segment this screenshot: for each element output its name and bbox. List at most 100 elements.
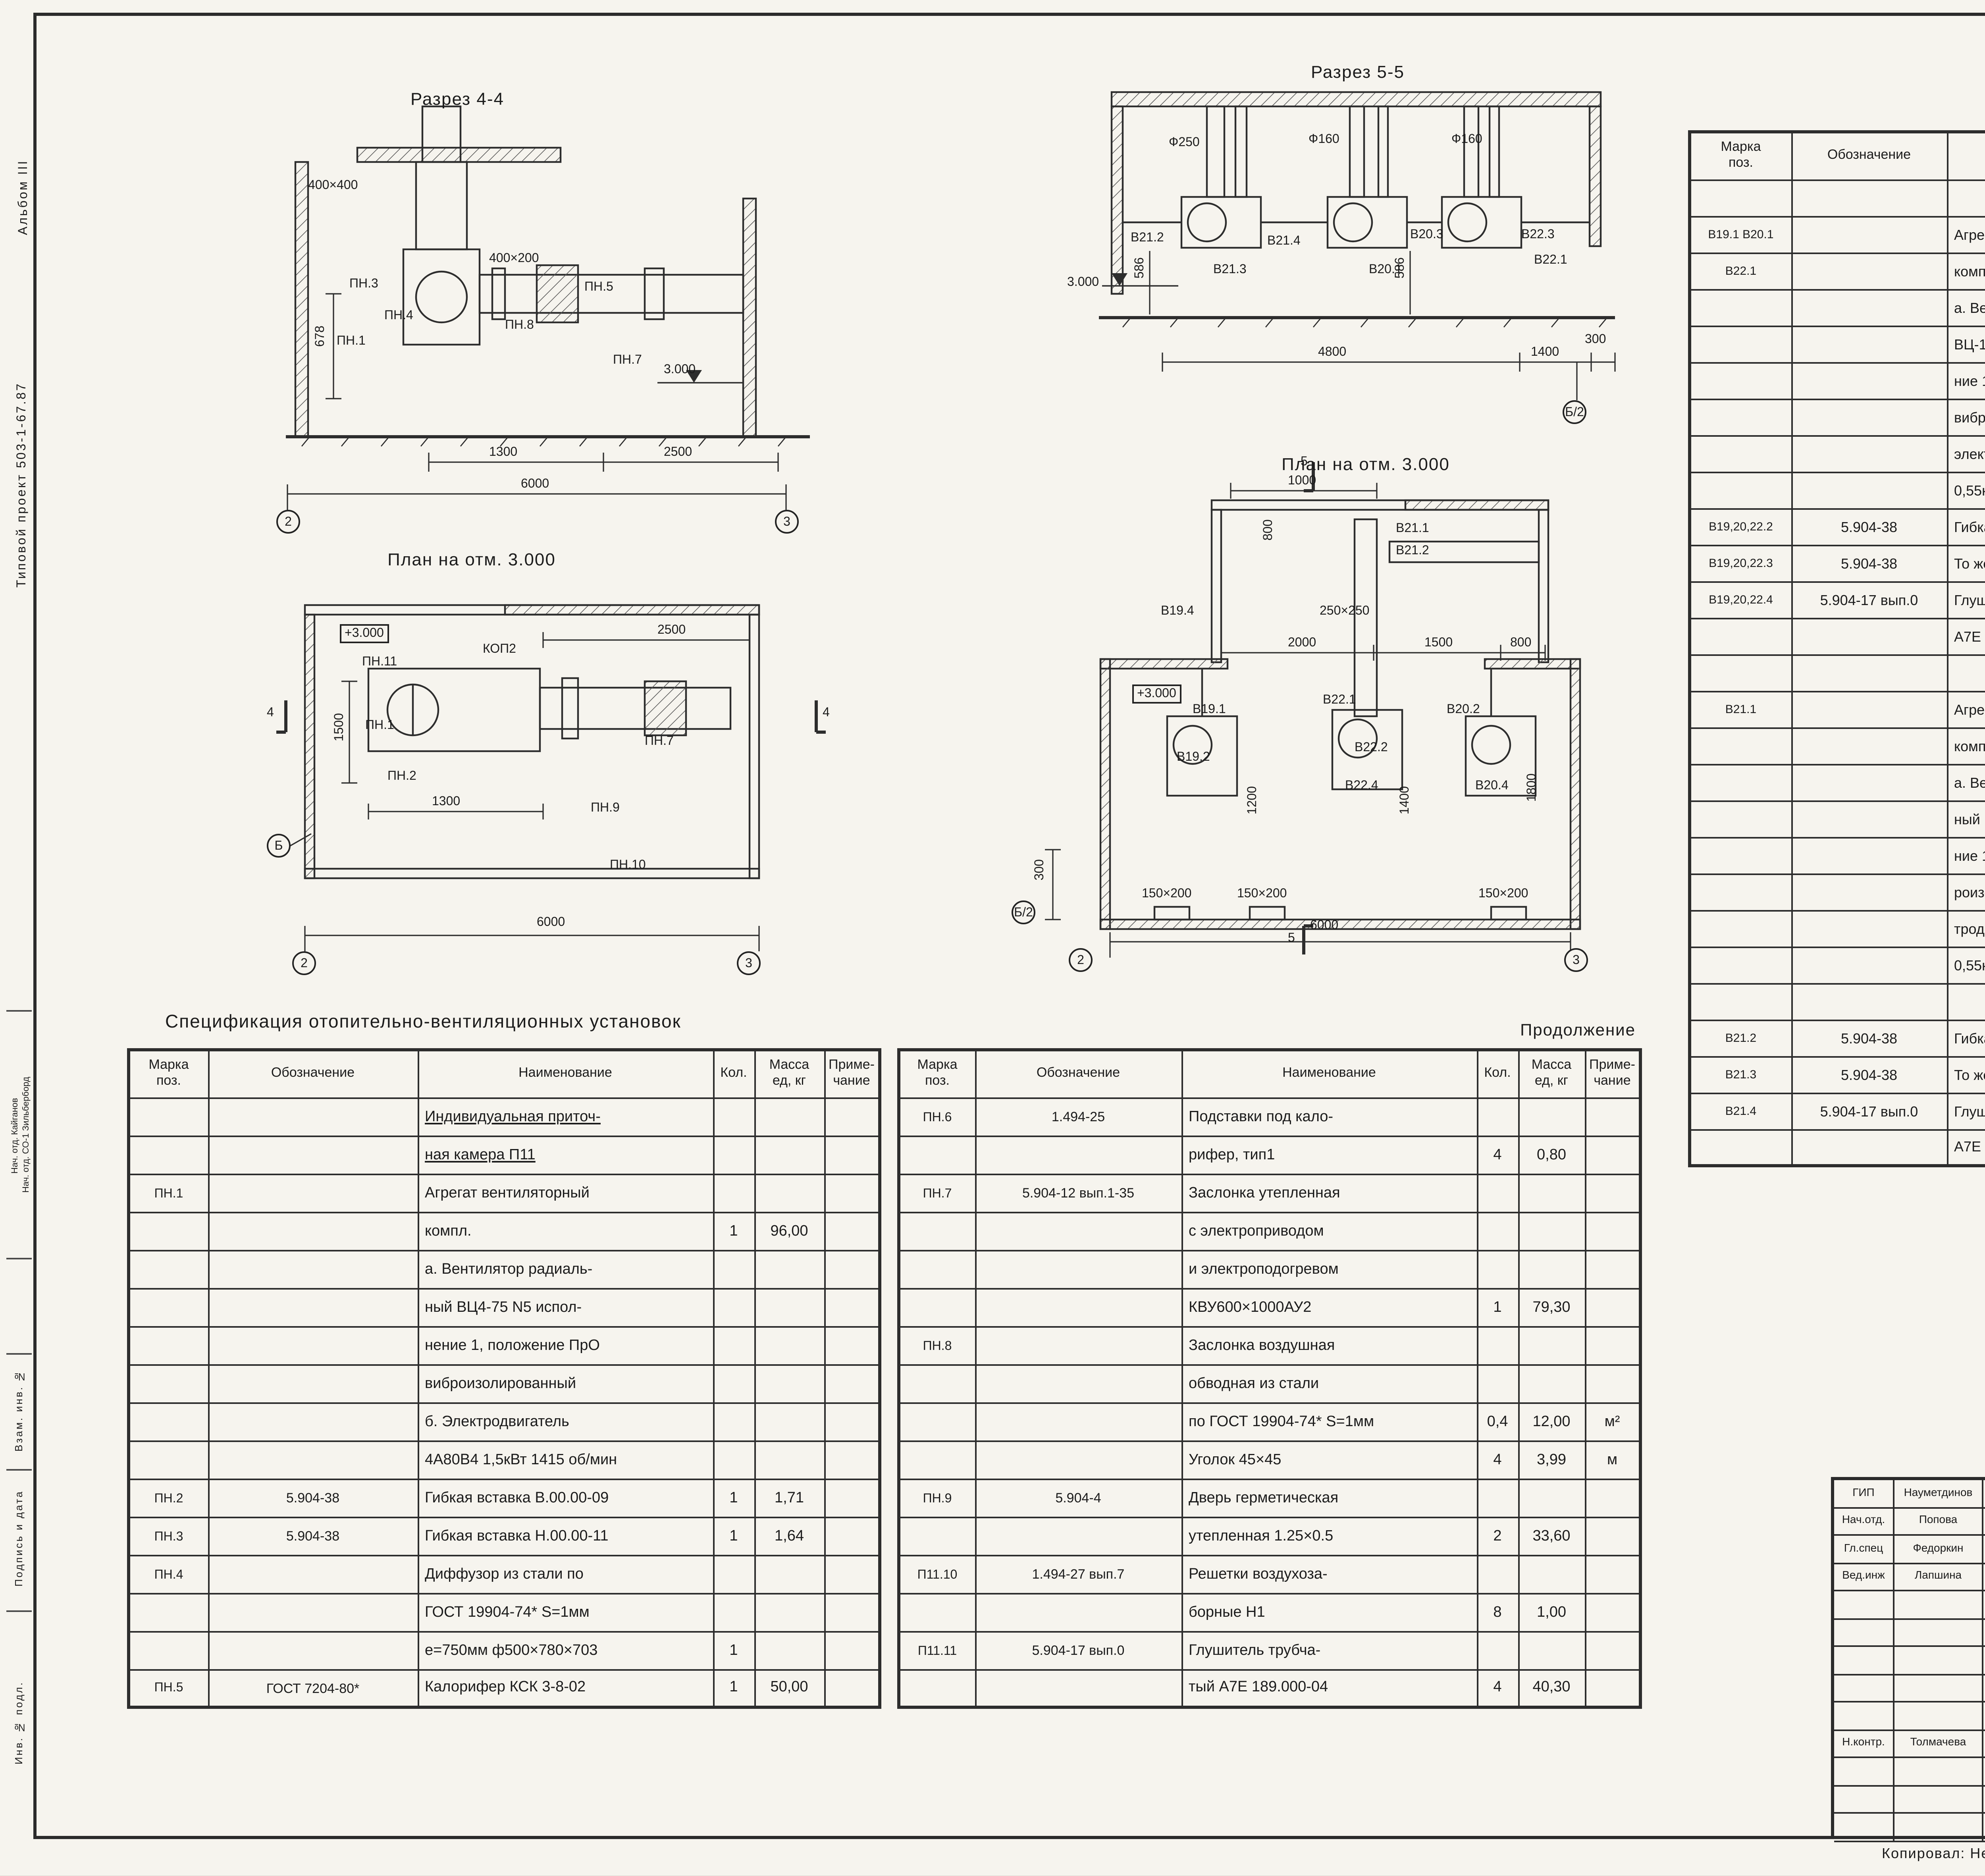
spec-row: 0,55кВт; 1390 об/мин (1689, 471, 1985, 509)
spec-row: ПН.8 Заслонка воздушная (898, 1325, 1641, 1365)
cell-naimenovanie: Агрегат вентиляторный (1946, 690, 1985, 728)
cell-naimenovanie: Гибкая вставка В.00.00-09 (1946, 1019, 1985, 1057)
cell-naimenovanie: Гибкая вставка Н.00.00-11 (417, 1516, 714, 1556)
spec-row: ный ВЦ4-75 N5 испол- (128, 1287, 881, 1327)
cell-primechanie (1584, 1554, 1641, 1594)
cell-massa (754, 1135, 825, 1174)
drawing-label: 150×200 (1142, 886, 1192, 900)
cell-oboznachenie (1790, 690, 1948, 728)
spec-row: а. Вентилятор радиаль- (128, 1249, 881, 1289)
cell-marka (1689, 325, 1792, 363)
drawing-label: 5 (1288, 931, 1295, 945)
cell-marka (128, 1097, 209, 1136)
section-5-5-drawing (1099, 91, 1616, 400)
cell-oboznachenie (1790, 252, 1948, 290)
cell-oboznachenie (1790, 471, 1948, 509)
cell-naimenovanie: электродвигатель 4А71А4 (1946, 434, 1985, 472)
drawing-label: В19.2 (1177, 750, 1210, 764)
cell-naimenovanie: ВЦ-14-46 N2,5 исполне- (1946, 325, 1985, 363)
drawing-label: 3 (1564, 948, 1588, 972)
cell-naimenovanie: Калорифер КСК 3-8-02 (417, 1668, 714, 1708)
cell-oboznachenie (207, 1402, 418, 1441)
cell-naimenovanie: роизолированный. Элек- (1946, 873, 1985, 911)
spec-row: ПН.6 1.494-25 Подставки под кало- (898, 1097, 1641, 1136)
drawing-label: В20.2 (1447, 702, 1480, 716)
drawing-label: 1300 (432, 794, 461, 808)
drawing-label: 1400 (1397, 786, 1412, 815)
cell-naimenovanie: ный ВЦ4-75 N5 испол- (417, 1287, 714, 1327)
drawing-label: В22.1 (1323, 692, 1356, 707)
cell-naimenovanie: утепленная 1.25×0.5 (1181, 1516, 1478, 1556)
cell-primechanie (823, 1668, 881, 1708)
col-header-naimenovanie: Наименование (1181, 1049, 1478, 1098)
cell-primechanie (823, 1516, 881, 1556)
cell-naimenovanie: ние 1, положение 10° (1946, 361, 1985, 399)
cell-oboznachenie: 5.904-38 (1790, 1019, 1948, 1057)
project-label: Типовой проект 503-1-67.87 (14, 382, 29, 587)
cell-naimenovanie: а. Вентилятор радиаль- (417, 1249, 714, 1289)
cell-naimenovanie: е=750мм ф500×780×703 (417, 1630, 714, 1670)
cell-oboznachenie (1790, 361, 1948, 399)
cell-marka (128, 1363, 209, 1403)
person-role: Нач.отд. (1834, 1508, 1894, 1536)
cell-oboznachenie (207, 1440, 418, 1479)
spec-row: е=750мм ф500×780×703 1 (128, 1630, 881, 1670)
cell-naimenovanie: Гибкая вставка В.00.00-05 (1946, 507, 1985, 546)
spec-table-middle: Марка поз. Обозначение Наименование Кол.… (897, 1048, 1642, 1709)
person-name: Толмачева (1894, 1730, 1983, 1758)
drawing-label: В20.1 (1369, 262, 1402, 276)
cell-marka: В21.4 (1689, 1092, 1792, 1130)
drawing-label: 1300 (489, 445, 518, 459)
titleblock-person-row: ГИП Науметдинов 08.87 (1834, 1480, 1985, 1508)
cell-kol: 1 (712, 1630, 755, 1670)
titleblock-person-row: Вед.инж Лапшина 08.87 (1834, 1564, 1985, 1591)
drawing-label: В21.1 (1396, 521, 1429, 535)
drawing-label: Б (267, 834, 291, 858)
col-header-kol: Кол. (1476, 1049, 1519, 1098)
cell-naimenovanie: КВУ600×1000АУ2 (1181, 1287, 1478, 1327)
spec-row: и электроподогревом (898, 1249, 1641, 1289)
cell-marka (1689, 727, 1792, 765)
title-block: ГИП Науметдинов 08.87 Нач.отд. Попова 08… (1831, 1477, 1985, 1841)
cell-kol (712, 1554, 755, 1594)
spec-row: 4А80В4 1,5кВт 1415 об/мин (128, 1440, 881, 1479)
titleblock-ncontr-row: Н.контр. Толмачева (1834, 1730, 1985, 1758)
cell-kol: 0,4 (1476, 1402, 1519, 1441)
cell-kol (1476, 1173, 1519, 1213)
drawing-label: В22.3 (1521, 227, 1555, 241)
drawing-label: 6000 (1310, 918, 1339, 932)
cell-massa (1517, 1478, 1586, 1517)
cell-massa (1517, 1363, 1586, 1403)
cell-massa (754, 1440, 825, 1479)
spec-row: П11.11 5.904-17 вып.0 Глушитель трубча- (898, 1630, 1641, 1670)
col-header-massa: Масса ед, кг (754, 1049, 825, 1098)
drawing-label: 1500 (1424, 635, 1453, 650)
cell-naimenovanie: А7Е 189.000-01 (1946, 617, 1985, 655)
cell-marka (1689, 873, 1792, 911)
drawing-title: Разрез 5-5 (1310, 64, 1405, 83)
continuation-label: Продолжение (1520, 1021, 1636, 1040)
drawing-label: ПН.7 (645, 734, 674, 748)
spec-row: ПН.1 Агрегат вентиляторный (128, 1173, 881, 1213)
spec-row: В21.3 5.904-38 То же Н.00.00-03 1 0,86 (1689, 1055, 1985, 1093)
margin-divider (6, 1258, 32, 1259)
cell-kol: 1 (712, 1668, 755, 1708)
cell-marka (1689, 1128, 1792, 1166)
spec-row: ГОСТ 19904-74* S=1мм (128, 1592, 881, 1632)
cell-naimenovanie: ГОСТ 19904-74* S=1мм (417, 1592, 714, 1632)
cell-kol (712, 1402, 755, 1441)
drawing-label: Ф160 (1451, 132, 1482, 146)
drawing-label: ПН.4 (384, 308, 413, 322)
cell-primechanie (823, 1097, 881, 1136)
drawing-label: ПН.1 (337, 334, 366, 348)
cell-massa: 1,64 (754, 1516, 825, 1556)
cell-naimenovanie: 4А80В4 1,5кВт 1415 об/мин (417, 1440, 714, 1479)
drawing-label: 2500 (657, 623, 686, 637)
cell-marka (128, 1287, 209, 1327)
cell-marka: ПН.8 (898, 1325, 976, 1365)
cell-primechanie (1584, 1211, 1641, 1251)
drawing-label: В21.4 (1267, 233, 1301, 248)
cell-massa (1517, 1249, 1586, 1289)
cell-naimenovanie: и электроподогревом (1181, 1249, 1478, 1289)
col-header-marka: Марка поз. (128, 1049, 209, 1098)
